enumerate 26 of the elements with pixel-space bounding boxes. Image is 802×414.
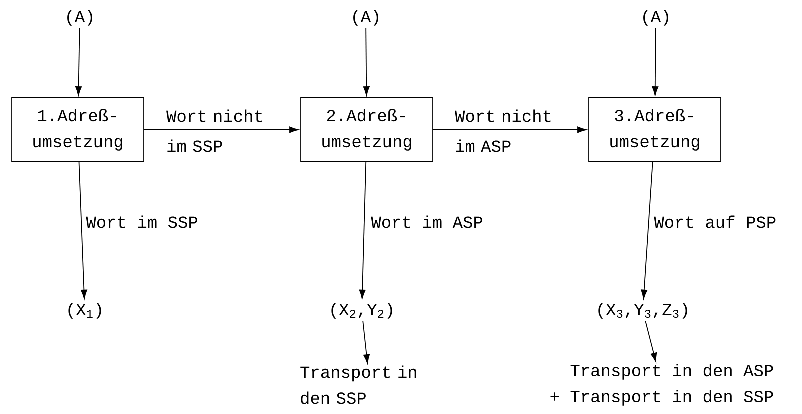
arrow <box>76 28 82 96</box>
state-label: (A) <box>354 10 378 26</box>
arrow <box>433 126 587 134</box>
arrow <box>144 126 299 134</box>
arrow <box>362 320 370 364</box>
edge-label: Wort im SSP <box>86 216 198 228</box>
edge-label: Wort nicht im SSP <box>166 110 262 152</box>
arrow <box>641 162 654 300</box>
edge-label: Wort nicht im ASP <box>455 110 551 152</box>
state-label: (A) <box>644 10 668 26</box>
result-text: Transport in den SSP <box>300 366 416 404</box>
edge-label: Wort im ASP <box>371 216 482 228</box>
arrow <box>78 162 88 300</box>
process-box: 2.Adreß- umsetzung <box>300 98 434 162</box>
process-box: 1.Adreß- umsetzung <box>12 98 144 162</box>
edge-label: Wort auf PSP <box>654 216 776 228</box>
state-label: (A) <box>68 10 92 26</box>
state-label: (X$_{2}$,Y$_{2}$) <box>332 303 392 319</box>
arrow <box>359 162 367 300</box>
arrow <box>363 28 370 96</box>
process-box: 3.Adreß- umsetzung <box>588 98 722 162</box>
result-text: Transport in den ASP + Transport in den SSP <box>550 364 774 406</box>
state-label: (X$_{1}$) <box>68 303 102 319</box>
arrow <box>645 320 658 362</box>
arrow <box>652 28 659 96</box>
state-label: (X$_{3}$,Y$_{3}$,Z$_{3}$) <box>598 303 688 319</box>
